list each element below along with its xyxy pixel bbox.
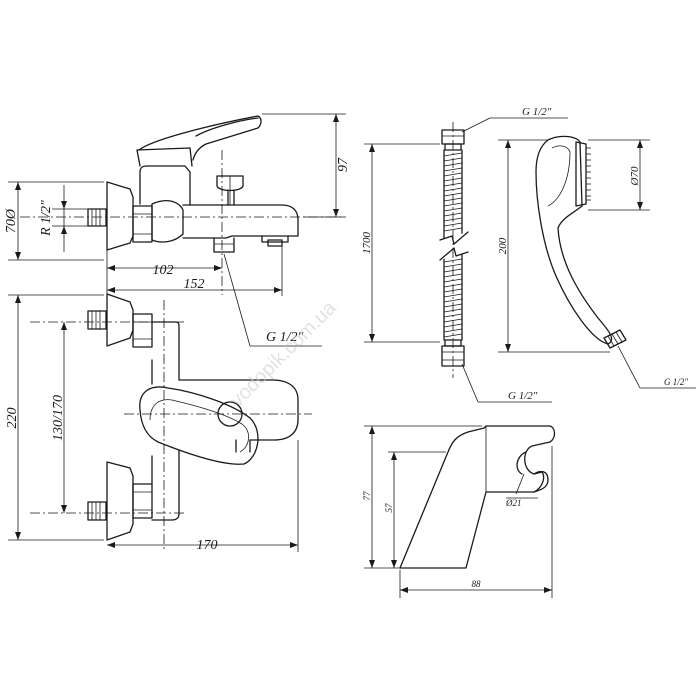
dim-130-170-label: 130/170 (51, 395, 66, 441)
dimension-shower-dia: Ø70 (588, 139, 650, 211)
shower-hose (439, 122, 469, 378)
holder-88-label: 88 (472, 579, 482, 589)
dimension-1700: 1700 (361, 143, 440, 343)
mixer-side-view (87, 115, 299, 253)
holder-57-label: 57 (384, 503, 394, 513)
dimension-70: 70Ø R 1/2" (4, 181, 104, 261)
shower-dia-label: Ø70 (629, 166, 641, 186)
hose-top-thread-label: G 1/2" (522, 106, 552, 118)
dim-170-label: 170 (197, 538, 218, 553)
dim-1700-label: 1700 (361, 232, 373, 255)
dimension-200: 200 (497, 139, 610, 353)
holder-dia-label: Ø21 (505, 498, 522, 508)
dim-97-label: 97 (336, 157, 351, 172)
holder-77-label: 77 (362, 491, 372, 501)
dim-102-label: 102 (153, 263, 174, 278)
watermark: vodopik.com.ua (226, 296, 341, 411)
dimension-170: 170 (107, 440, 299, 553)
shower-holder (399, 425, 556, 569)
dim-152-label: 152 (184, 277, 205, 292)
dimension-102-152: 102 152 (106, 246, 283, 296)
spout-thread-label: G 1/2" (266, 330, 304, 345)
dimension-130-170: 130/170 (51, 322, 67, 513)
shower-head (535, 135, 627, 349)
dim-220-label: 220 (5, 408, 20, 429)
spout-thread-callout: G 1/2" (223, 253, 322, 347)
hose-thread-callouts: G 1/2" G 1/2" (461, 106, 568, 403)
dimension-holder: 77 57 88 Ø21 (362, 425, 553, 598)
shower-thread-callout: G 1/2" (617, 345, 696, 389)
dim-200-label: 200 (497, 237, 509, 254)
thread-r-label: R 1/2" (39, 200, 54, 237)
hose-bottom-thread-label: G 1/2" (508, 390, 538, 402)
dimension-220: 220 (5, 294, 104, 541)
dim-70-label: 70Ø (4, 208, 19, 233)
shower-thread-label: G 1/2" (664, 377, 688, 387)
dimension-97: 97 (262, 113, 351, 218)
mixer-front-view (87, 293, 299, 541)
